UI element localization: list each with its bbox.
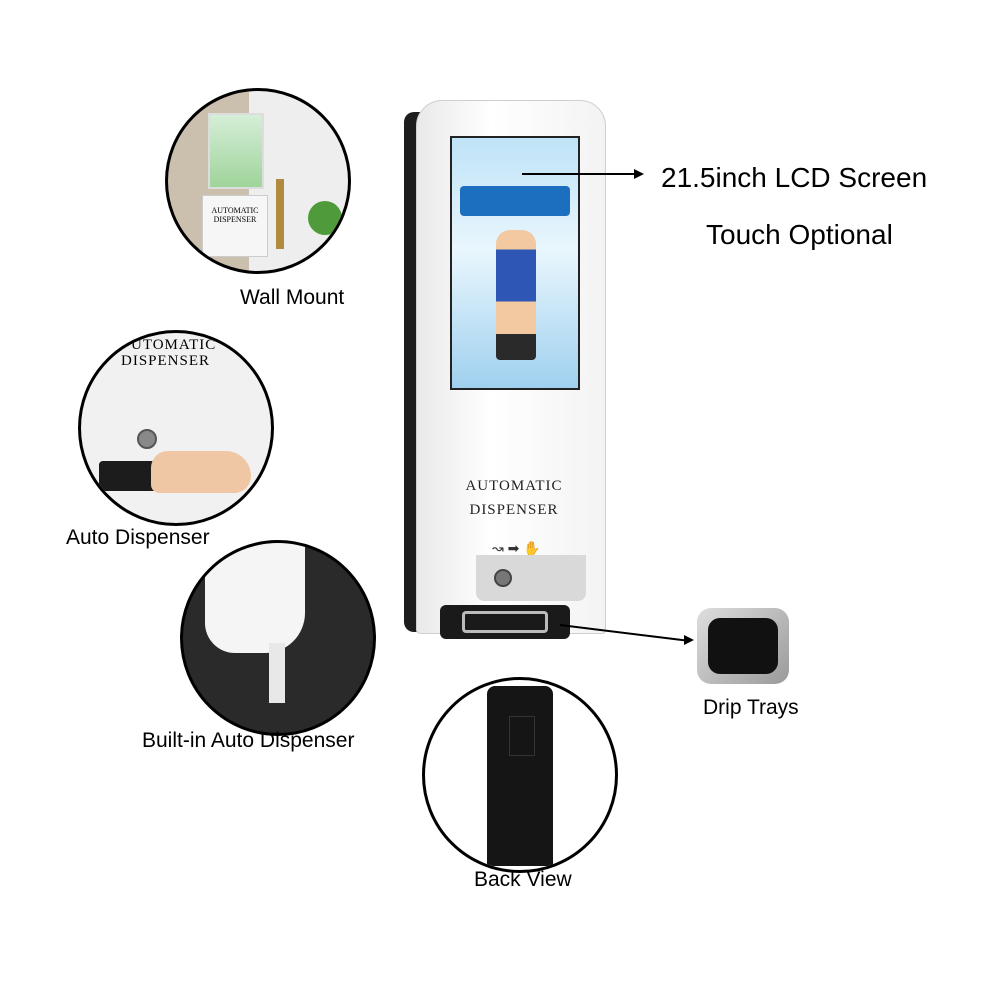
screen-callout-arrow [522,173,638,175]
screen-callout-arrowhead [634,169,644,179]
tray-rim [462,611,548,633]
dispenser-kiosk: AUTOMATIC DISPENSER ↝ ➡ ✋ [404,100,606,645]
hand-sensor-icon: ↝ ➡ ✋ [492,540,541,556]
wall-mount-unit: AUTOMATIC DISPENSER [202,195,268,257]
screen-callout-line1: 21.5inch LCD Screen [661,162,928,193]
kiosk-label-dispenser: DISPENSER [469,502,559,518]
auto-dispenser-text-top: UTOMATIC [131,337,217,353]
wall-mount-inset: AUTOMATIC DISPENSER [165,88,351,274]
built-in-dispenser-inset [180,540,376,736]
hand [151,451,251,493]
kiosk-drip-tray [440,605,570,639]
drip-trays-caption: Drip Trays [703,696,799,719]
lcd-screen [450,136,580,390]
drip-tray-inner [708,618,778,674]
kiosk-label-automatic: AUTOMATIC [465,478,563,494]
auto-dispenser-inset: UTOMATIC DISPENSER [78,330,274,526]
wall-mount-text-2: DISPENSER [213,215,257,224]
back-view-caption: Back View [474,868,572,891]
wall-mount-caption: Wall Mount [240,286,345,309]
drip-tray-icon [697,608,789,684]
kiosk-back-panel [487,686,553,866]
auto-dispenser-text-bottom: DISPENSER [121,353,211,369]
sensor-icon [494,569,512,587]
built-in-dispenser-caption: Built-in Auto Dispenser [142,729,355,752]
faucet [276,179,284,249]
sensor-icon [137,429,157,449]
drip-tray-callout-arrowhead [684,635,694,645]
bottle [205,543,305,653]
screen-ad-figure [496,230,536,360]
auto-dispenser-caption: Auto Dispenser [66,526,210,549]
screen-ad-banner [460,186,570,216]
back-panel-cover [509,716,535,756]
screen-callout-line2: Touch Optional [706,219,893,250]
plant [308,201,342,235]
wall-mount-screen [208,113,264,189]
wall-mount-text-1: AUTOMATIC [211,206,259,215]
back-view-inset [422,677,618,873]
dispenser-opening [476,555,586,601]
pump-nozzle [269,643,285,703]
